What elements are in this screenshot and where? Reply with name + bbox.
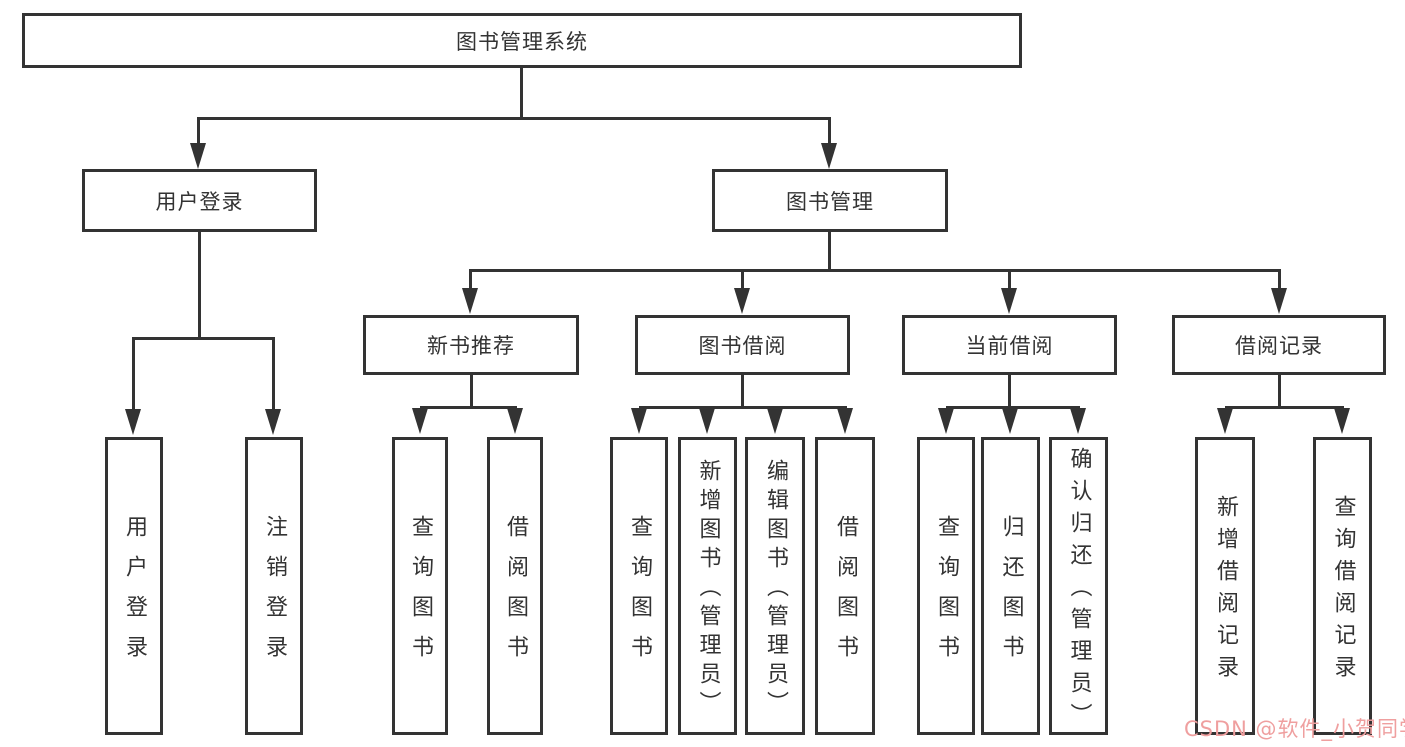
arrowhead-down-icon	[734, 288, 750, 314]
connector-user-login-stub	[198, 232, 201, 338]
node-current-borrowing: 当前借阅	[902, 315, 1117, 375]
arrowhead-down-icon	[1070, 408, 1086, 434]
connector-drop-user-login	[197, 117, 200, 145]
leaf-query-books-3: 查询图书	[917, 437, 975, 735]
connector-borrow-records-stub	[1278, 375, 1281, 409]
leaf-return-books-label: 归还图书	[998, 515, 1024, 675]
leaf-edit-books-admin-label: 编辑图书（管理员）	[763, 459, 788, 720]
leaf-add-borrow-record: 新增借阅记录	[1195, 437, 1255, 735]
leaf-confirm-return-admin-label: 确认归还（管理员）	[1066, 447, 1092, 735]
arrowhead-down-icon	[938, 408, 954, 434]
connector-current-borrow-rail	[946, 406, 1080, 409]
node-root-label: 图书管理系统	[456, 29, 588, 54]
connector-book-borrow-stub	[741, 375, 744, 409]
arrowhead-down-icon	[190, 143, 206, 169]
leaf-query-books-1-label: 查询图书	[408, 515, 433, 675]
leaf-user-login: 用户登录	[105, 437, 163, 735]
arrowhead-down-icon	[1002, 408, 1018, 434]
leaf-query-books-2: 查询图书	[610, 437, 668, 735]
leaf-logout: 注销登录	[245, 437, 303, 735]
arrowhead-down-icon	[1271, 288, 1287, 314]
node-user-login: 用户登录	[82, 169, 317, 232]
connector-drop-new-books	[469, 269, 472, 289]
node-book-management: 图书管理	[712, 169, 948, 232]
node-book-borrowing: 图书借阅	[635, 315, 850, 375]
connector-book-mgmt-stub	[828, 232, 831, 270]
connector-new-books-rail	[420, 406, 517, 409]
node-book-borrowing-label: 图书借阅	[698, 334, 787, 358]
leaf-user-login-label: 用户登录	[122, 515, 147, 675]
connector-borrow-records-rail	[1225, 406, 1344, 409]
leaf-borrow-books-1: 借阅图书	[487, 437, 543, 735]
leaf-add-books-admin-label: 新增图书（管理员）	[695, 459, 721, 720]
arrowhead-down-icon	[821, 143, 837, 169]
leaf-query-books-3-label: 查询图书	[934, 515, 959, 675]
leaf-borrow-books-1-label: 借阅图书	[503, 515, 528, 675]
leaf-return-books: 归还图书	[981, 437, 1040, 735]
node-new-book-recommend: 新书推荐	[363, 315, 579, 375]
leaf-query-borrow-record: 查询借阅记录	[1313, 437, 1372, 735]
connector-drop-borrow-records	[1278, 269, 1281, 289]
node-new-book-recommend-label: 新书推荐	[427, 334, 515, 358]
node-root: 图书管理系统	[22, 13, 1022, 68]
arrowhead-down-icon	[699, 408, 715, 434]
arrowhead-down-icon	[462, 288, 478, 314]
leaf-borrow-books-2: 借阅图书	[815, 437, 875, 735]
connector-level3-rail	[470, 269, 1281, 272]
arrowhead-down-icon	[837, 408, 853, 434]
leaf-edit-books-admin: 编辑图书（管理员）	[745, 437, 805, 735]
arrowhead-down-icon	[1334, 408, 1350, 434]
node-user-login-label: 用户登录	[155, 189, 244, 214]
leaf-query-borrow-record-label: 查询借阅记录	[1330, 495, 1356, 687]
node-book-management-label: 图书管理	[786, 189, 874, 214]
arrowhead-down-icon	[767, 408, 783, 434]
connector-level2-rail	[198, 117, 831, 120]
connector-user-login-rail	[133, 337, 275, 340]
connector-drop-login-leaf	[132, 337, 135, 409]
connector-drop-book-borrow	[741, 269, 744, 289]
leaf-borrow-books-2-label: 借阅图书	[833, 515, 858, 675]
leaf-add-books-admin: 新增图书（管理员）	[678, 437, 737, 735]
arrowhead-down-icon	[631, 408, 647, 434]
leaf-query-books-1: 查询图书	[392, 437, 448, 735]
arrowhead-down-icon	[507, 408, 523, 434]
arrowhead-down-icon	[125, 409, 141, 435]
connector-book-borrow-rail	[639, 406, 847, 409]
node-borrowing-records: 借阅记录	[1172, 315, 1386, 375]
connector-drop-current-borrow	[1008, 269, 1011, 289]
connector-root-stub	[520, 68, 523, 118]
leaf-query-books-2-label: 查询图书	[627, 515, 652, 675]
leaf-add-borrow-record-label: 新增借阅记录	[1213, 495, 1238, 687]
arrowhead-down-icon	[1217, 408, 1233, 434]
leaf-logout-label: 注销登录	[262, 515, 287, 675]
leaf-confirm-return-admin: 确认归还（管理员）	[1049, 437, 1108, 735]
arrowhead-down-icon	[265, 409, 281, 435]
connector-current-borrow-stub	[1008, 375, 1011, 409]
connector-drop-logout-leaf	[272, 337, 275, 409]
csdn-watermark: CSDN @软件_小贺同学	[1184, 717, 1405, 741]
node-current-borrowing-label: 当前借阅	[965, 334, 1054, 358]
arrowhead-down-icon	[1001, 288, 1017, 314]
connector-new-books-stub	[470, 375, 473, 409]
connector-drop-book-mgmt	[828, 117, 831, 145]
node-borrowing-records-label: 借阅记录	[1235, 334, 1323, 358]
arrowhead-down-icon	[412, 408, 428, 434]
